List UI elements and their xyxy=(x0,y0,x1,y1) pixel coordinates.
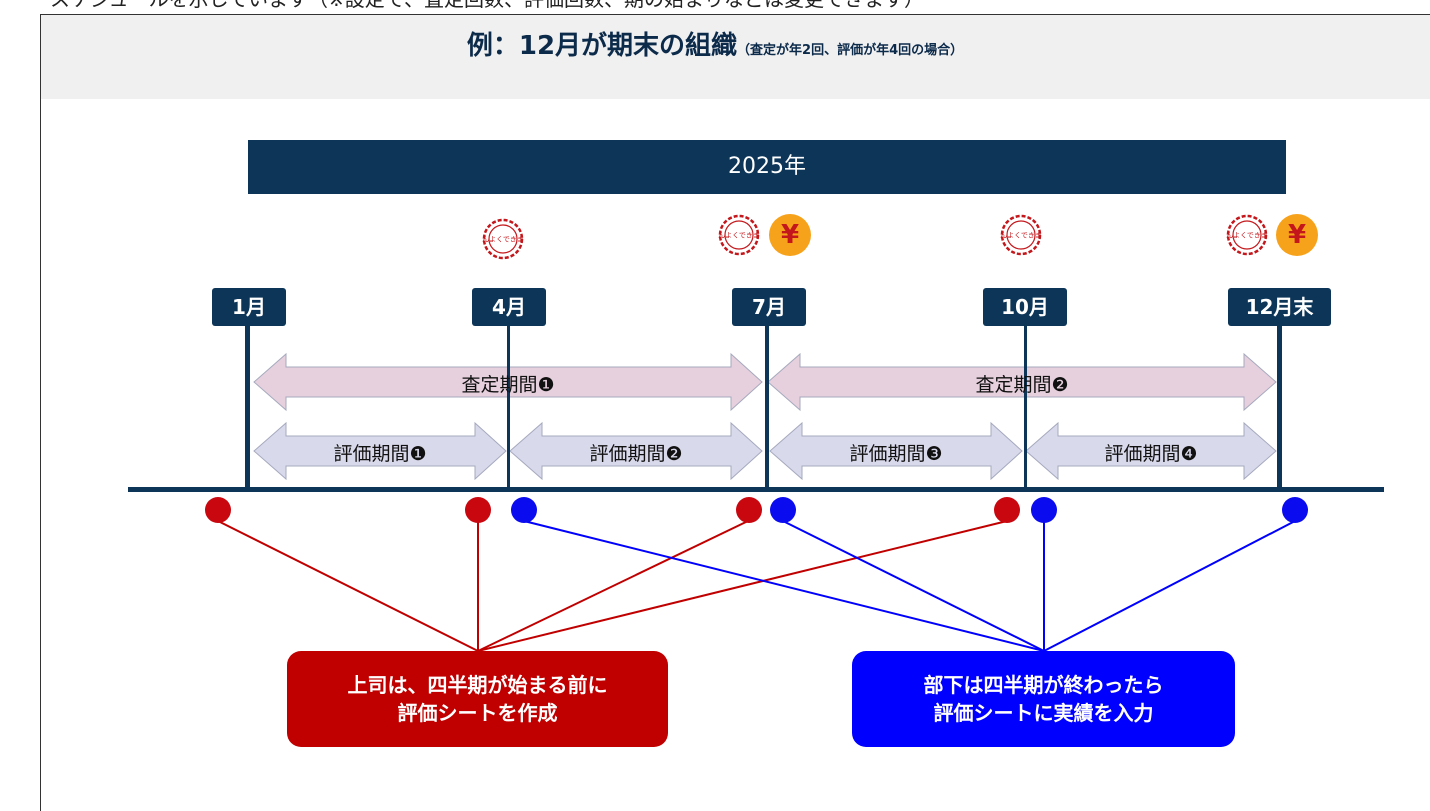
subordinate-connector-lines xyxy=(523,520,1296,652)
evaluation-arrow-1 xyxy=(253,421,507,481)
title-main: 例：12月が期末の組織 xyxy=(466,31,738,61)
subordinate-dot xyxy=(770,497,796,523)
manager-callout: 上司は、四半期が始まる前に 評価シートを作成 xyxy=(287,651,668,747)
svg-text:たいへんよくできました！: たいへんよくできました！ xyxy=(482,236,524,244)
subordinate-dot xyxy=(1031,497,1057,523)
month-label-jan: 1月 xyxy=(212,288,286,326)
manager-dot xyxy=(465,497,491,523)
manager-dot xyxy=(736,497,762,523)
header-band xyxy=(41,15,1430,99)
month-line-dec xyxy=(1277,326,1282,488)
month-label-apr: 4月 xyxy=(472,288,546,326)
manager-dot xyxy=(205,497,231,523)
month-line-apr xyxy=(507,326,510,488)
subordinate-dot xyxy=(1282,497,1308,523)
year-bar: 2025年 xyxy=(248,140,1286,194)
evaluation-arrow-3 xyxy=(769,421,1023,481)
month-label-dec-end: 12月末 xyxy=(1228,288,1331,326)
evaluation-period-label-2: 評価期間❷ xyxy=(589,443,683,465)
stamp-text: たいへんよくできました！ xyxy=(718,232,760,240)
subordinate-callout: 部下は四半期が終わったら 評価シートに実績を入力 xyxy=(852,651,1235,747)
evaluation-period-label-4: 評価期間❹ xyxy=(1104,443,1198,465)
yen-coin-icon: ¥ xyxy=(769,214,811,256)
evaluation-period-label-3: 評価期間❸ xyxy=(849,443,943,465)
evaluation-arrow-2 xyxy=(509,421,763,481)
stamp-icon: たいへんよくできました！ xyxy=(1000,214,1042,256)
assessment-period-label-1: 査定期間❶ xyxy=(461,374,555,396)
top-caption-cut: スケジュールを示しています（※設定で、査定回数、評価回数、期の始まりなどは変更で… xyxy=(0,0,1430,12)
stamp-text: たいへんよくできました！ xyxy=(1226,232,1268,240)
month-label-oct: 10月 xyxy=(983,288,1067,326)
svg-text:たいへんよくできました！: たいへんよくできました！ xyxy=(1226,232,1268,240)
svg-text:たいへんよくできました！: たいへんよくできました！ xyxy=(1000,232,1042,240)
subordinate-callout-line2: 評価シートに実績を入力 xyxy=(933,701,1154,725)
top-caption: スケジュールを示しています（※設定で、査定回数、評価回数、期の始まりなどは変更で… xyxy=(50,0,924,10)
subordinate-dot xyxy=(511,497,537,523)
manager-dot xyxy=(994,497,1020,523)
title-sub: （査定が年2回、評価が年4回の場合） xyxy=(737,43,964,58)
evaluation-arrow-4 xyxy=(1025,421,1277,481)
stamp-icon: たいへんよくできました！ xyxy=(1226,214,1268,256)
yen-coin-icon: ¥ xyxy=(1276,214,1318,256)
diagram-frame xyxy=(40,14,1430,811)
stamp-text: たいへんよくできました！ xyxy=(1000,232,1042,240)
manager-callout-line2: 評価シートを作成 xyxy=(397,701,558,725)
manager-callout-line1: 上司は、四半期が始まる前に xyxy=(347,673,608,697)
month-line-jul xyxy=(765,326,769,488)
timeline-axis xyxy=(128,487,1384,492)
svg-text:たいへんよくできました！: たいへんよくできました！ xyxy=(718,232,760,240)
manager-connector-lines xyxy=(217,520,1008,652)
assessment-period-label-2: 査定期間❷ xyxy=(975,374,1069,396)
assessment-arrow-2 xyxy=(767,352,1277,412)
stamp-icon: たいへんよくできました！ xyxy=(482,218,524,260)
stamp-text: たいへんよくできました！ xyxy=(482,236,524,244)
evaluation-period-label-1: 評価期間❶ xyxy=(333,443,427,465)
subordinate-callout-line1: 部下は四半期が終わったら xyxy=(923,673,1164,697)
month-label-jul: 7月 xyxy=(732,288,806,326)
diagram-title: 例：12月が期末の組織（査定が年2回、評価が年4回の場合） xyxy=(0,25,1430,62)
month-line-oct xyxy=(1024,326,1027,488)
month-line-jan xyxy=(245,326,250,488)
stamp-icon: たいへんよくできました！ xyxy=(718,214,760,256)
